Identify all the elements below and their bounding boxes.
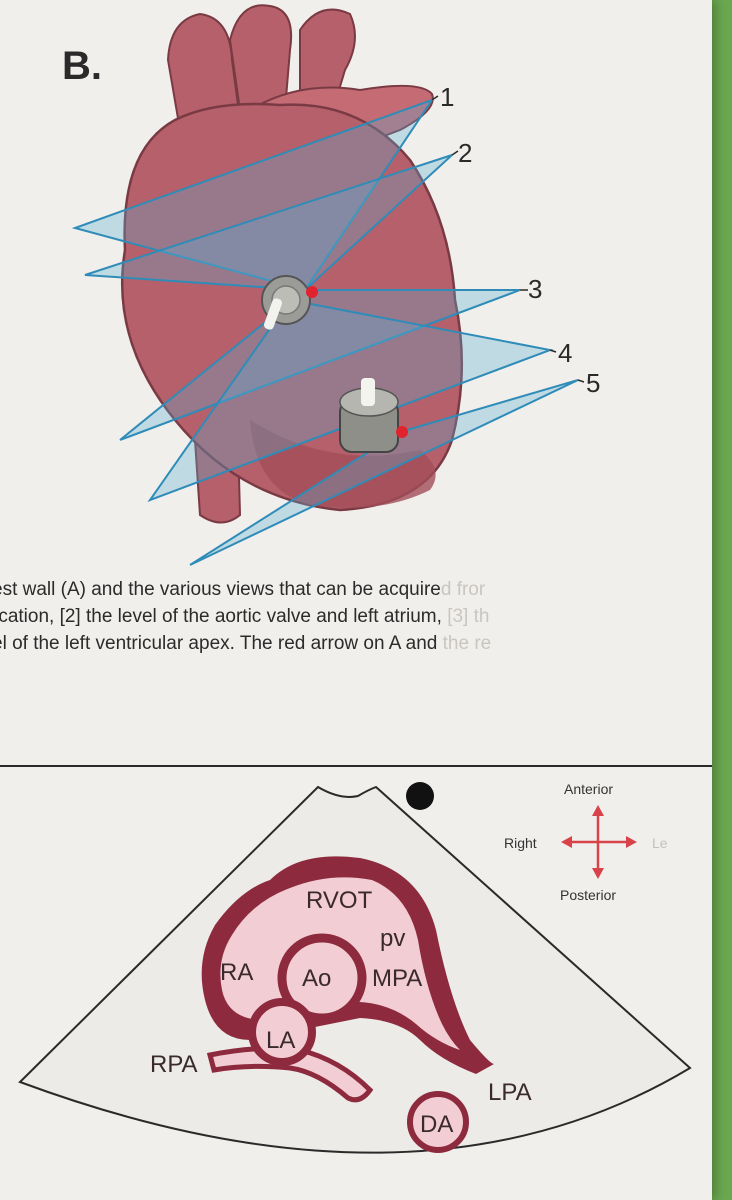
- figure-caption: est wall (A) and the various views that …: [0, 576, 712, 657]
- plane-number-5: 5: [586, 368, 600, 398]
- da: [407, 1091, 469, 1153]
- label-pv: pv: [380, 925, 405, 952]
- transducer-marker-lower: [396, 426, 408, 438]
- label-posterior: Posterior: [560, 887, 616, 903]
- plane-number-1: 1: [440, 82, 454, 112]
- label-la: LA: [266, 1027, 295, 1054]
- figure-label: B.: [62, 44, 102, 88]
- plane-number-2: 2: [458, 138, 472, 168]
- label-rvot: RVOT: [306, 887, 373, 914]
- cardiac-structures: [201, 856, 494, 1153]
- plane-3: [119, 289, 521, 441]
- echo-sector: [18, 785, 692, 1154]
- plane-number-3: 3: [528, 274, 542, 304]
- rvot-wall: [201, 856, 494, 1074]
- label-right: Right: [504, 835, 537, 851]
- ao: [277, 933, 367, 1023]
- apex-shading: [250, 420, 436, 508]
- label-rpa: RPA: [150, 1051, 198, 1078]
- caption-line-2: rcation, [2] the level of the aortic val…: [0, 606, 490, 627]
- label-da: DA: [420, 1111, 453, 1138]
- transducer-lower: [339, 378, 408, 453]
- textbook-page: B.: [0, 0, 712, 1200]
- rpa: [206, 1045, 374, 1103]
- label-anterior: Anterior: [564, 781, 613, 797]
- orientation-dot: [406, 782, 434, 810]
- plane-number-4: 4: [558, 338, 572, 368]
- caption-line-1: est wall (A) and the various views that …: [0, 579, 486, 600]
- label-ao: Ao: [302, 965, 331, 992]
- vessel-top-left: [228, 4, 292, 111]
- transducer-marker-upper: [306, 286, 318, 298]
- label-mpa: MPA: [372, 965, 422, 992]
- label-lpa: LPA: [488, 1079, 532, 1106]
- la: [248, 998, 316, 1066]
- caption-line-3: el of the left ventricular apex. The red…: [0, 633, 492, 654]
- plane-2: [84, 154, 453, 292]
- plane-5: [189, 379, 579, 566]
- label-ra: RA: [220, 959, 253, 986]
- label-left: Le: [652, 835, 668, 851]
- heart-illustration: 1 2 3 4 5: [71, 4, 600, 566]
- transducer-upper: [261, 275, 318, 330]
- orientation-arrows: [561, 805, 637, 879]
- rvot-lumen: [220, 877, 460, 1050]
- plane-1: [71, 98, 435, 292]
